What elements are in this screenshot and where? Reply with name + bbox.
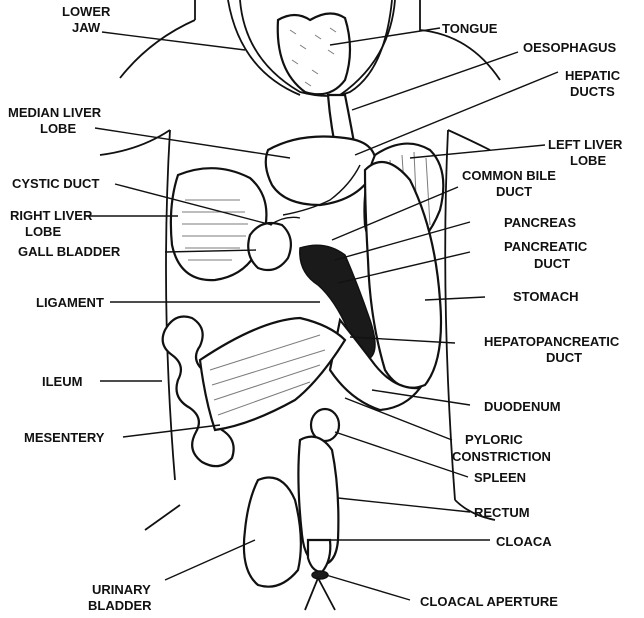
urinary-bladder [244, 478, 301, 587]
label-spleen: SPLEEN [474, 470, 526, 485]
right-liver-lobe [171, 168, 267, 280]
gall-bladder [248, 223, 291, 270]
label-gall-bladder: GALL BLADDER [18, 244, 121, 259]
label-pancreatic-duct-2: DUCT [534, 256, 570, 271]
label-pyloric-constriction-2: CONSTRICTION [452, 449, 551, 464]
label-pancreas: PANCREAS [504, 215, 576, 230]
label-tongue: TONGUE [442, 21, 498, 36]
cloacal-aperture [312, 571, 328, 579]
label-median-liver-lobe-2: LOBE [40, 121, 76, 136]
label-lower-jaw-1: LOWER [62, 4, 111, 19]
cloaca [308, 540, 330, 572]
label-pancreatic-duct-1: PANCREATIC [504, 239, 588, 254]
label-right-liver-lobe-2: LOBE [25, 224, 61, 239]
label-median-liver-lobe-1: MEDIAN LIVER [8, 105, 102, 120]
median-liver-lobe [266, 137, 376, 206]
label-ligament: LIGAMENT [36, 295, 104, 310]
label-hepatopancreatic-duct-1: HEPATOPANCREATIC [484, 334, 620, 349]
label-common-bile-duct-2: DUCT [496, 184, 532, 199]
label-cystic-duct: CYSTIC DUCT [12, 176, 99, 191]
label-hepatic-ducts-2: DUCTS [570, 84, 615, 99]
label-duodenum: DUODENUM [484, 399, 561, 414]
label-pyloric-constriction-1: PYLORIC [465, 432, 523, 447]
label-common-bile-duct-1: COMMON BILE [462, 168, 556, 183]
label-urinary-bladder-1: URINARY [92, 582, 151, 597]
label-urinary-bladder-2: BLADDER [88, 598, 152, 613]
label-rectum: RECTUM [474, 505, 530, 520]
label-cloaca: CLOACA [496, 534, 552, 549]
label-right-liver-lobe-1: RIGHT LIVER [10, 208, 93, 223]
label-stomach: STOMACH [513, 289, 578, 304]
label-left-liver-lobe-2: LOBE [570, 153, 606, 168]
label-oesophagus: OESOPHAGUS [523, 40, 617, 55]
label-ileum: ILEUM [42, 374, 82, 389]
label-cloacal-aperture: CLOACAL APERTURE [420, 594, 558, 609]
hind-legs [305, 578, 335, 610]
label-hepatic-ducts-1: HEPATIC [565, 68, 621, 83]
label-hepatopancreatic-duct-2: DUCT [546, 350, 582, 365]
label-mesentery: MESENTERY [24, 430, 105, 445]
label-lower-jaw-2: JAW [72, 20, 101, 35]
tongue [278, 13, 350, 94]
label-left-liver-lobe-1: LEFT LIVER [548, 137, 623, 152]
